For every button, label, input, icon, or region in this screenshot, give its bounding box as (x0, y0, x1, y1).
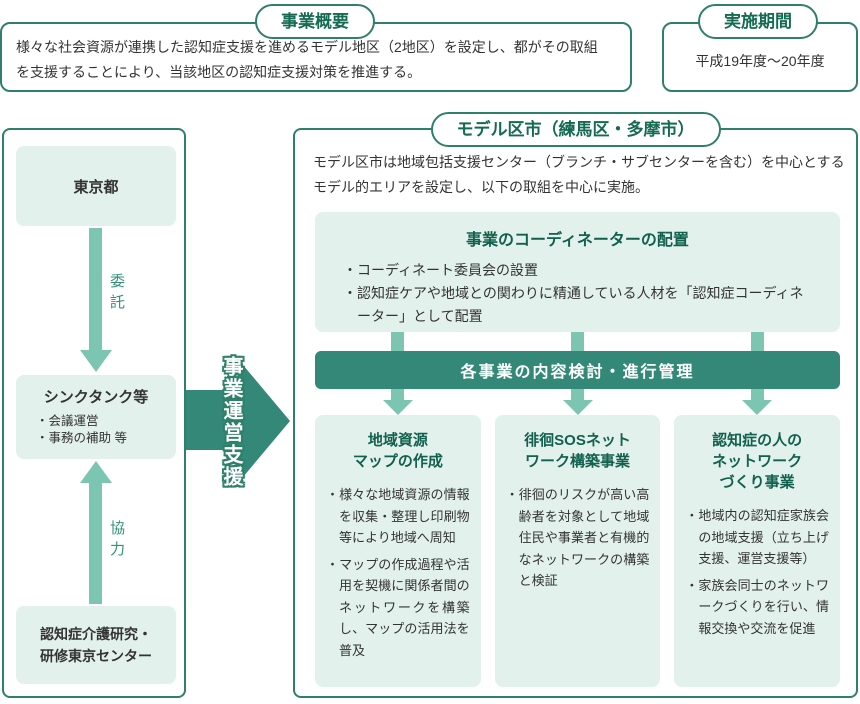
program-title: 地域資源 マップの作成 (352, 432, 443, 470)
program-bullet: ・地域内の認知症家族会の地域支援（立ち上げ支援、運営支援等） (685, 508, 830, 566)
left-flow-box: 東京都 委託 シンクタンク等 ・会議運営 ・事務の補助 等 協力 認知症介護研究… (2, 128, 186, 698)
model-city-intro: モデル区市は地域包括支援センター（ブランチ・サブセンターを含む）を中心とする モ… (313, 154, 845, 195)
program-box-sos-network: 徘徊SOSネット ワーク構築事業 ・徘徊のリスクが高い高齢者を対象として地域住民… (494, 415, 661, 687)
model-city-pill-label: モデル区市（練馬区・多摩市） (430, 112, 721, 147)
thinktank-bullet: ・会議運営 (36, 414, 99, 428)
program-bullets: ・地域内の認知症家族会の地域支援（立ち上げ支援、運営支援等） ・家族会同士のネッ… (685, 505, 829, 639)
coordinator-box: 事業のコーディネーターの配置 ・コーディネート委員会の設置 ・認知症ケアや地域と… (315, 212, 840, 332)
delegate-label: 委託 (108, 273, 125, 315)
program-arrows (315, 389, 840, 415)
program-bullets: ・様々な地域資源の情報を収集・整理し印刷物等により地域へ周知 ・マップの作成過程… (326, 484, 470, 661)
thinktank-node: シンクタンク等 ・会議運営 ・事務の補助 等 (16, 375, 176, 459)
arrow-head (238, 359, 290, 483)
program-box-resource-map: 地域資源 マップの作成 ・様々な地域資源の情報を収集・整理し印刷物等により地域へ… (315, 415, 481, 687)
program-bullet: ・様々な地域資源の情報を収集・整理し印刷物等により地域へ周知 (326, 487, 470, 545)
arrow-down-icon (742, 400, 773, 415)
model-city-box: モデル区市（練馬区・多摩市） モデル区市は地域包括支援センター（ブランチ・サブセ… (293, 112, 858, 698)
arrow-cell (674, 389, 840, 415)
period-text: 平成19年度～20年度 (695, 53, 825, 69)
arrow-cell (315, 389, 481, 415)
connector-cell (495, 332, 661, 351)
cooperate-label: 協力 (108, 520, 125, 562)
tokyo-node: 東京都 (16, 146, 176, 226)
support-arrow-label: 事業運営支援 (220, 356, 242, 488)
research-center-node: 認知症介護研究・ 研修東京センター (16, 606, 176, 684)
thinktank-title: シンクタンク等 (43, 389, 149, 406)
arrow-shaft (571, 389, 584, 400)
overview-pill-label: 事業概要 (255, 4, 375, 39)
management-bar: 各事業の内容検討・進行管理 (315, 351, 840, 389)
coordinator-bullet: ・認知症ケアや地域との関わりに精通している人材を「認知症コーディネーター」として… (343, 285, 804, 324)
connector-down-icon (571, 332, 584, 351)
connector-down-icon (750, 332, 764, 351)
program-boxes: 地域資源 マップの作成 ・様々な地域資源の情報を収集・整理し印刷物等により地域へ… (315, 415, 841, 687)
program-bullet: ・家族会同士のネットワークづくりを行い、情報交換や交流を促進 (685, 577, 830, 636)
overview-text: 様々な社会資源が連携した認知症支援を進めるモデル地区（2地区）を設定し、都がその… (16, 39, 598, 80)
coordinator-title: 事業のコーディネーターの配置 (466, 232, 689, 249)
program-title: 認知症の人の ネットワーク づくり事業 (712, 432, 803, 491)
arrow-shaft (750, 389, 764, 400)
period-pill-label: 実施期間 (698, 4, 818, 39)
arrow-shaft (89, 228, 102, 350)
coordinator-bullets: ・コーディネート委員会の設置 ・認知症ケアや地域との関わりに精通している人材を「… (343, 259, 816, 328)
arrow-cell (495, 389, 661, 415)
arrow-shaft (186, 390, 239, 450)
program-bullet: ・徘徊のリスクが高い高齢者を対象として地域住民や事業者と有機的なネットワークの構… (505, 487, 650, 588)
arrow-head (80, 350, 112, 372)
program-box-family-network: 認知症の人の ネットワーク づくり事業 ・地域内の認知症家族会の地域支援（立ち上… (674, 415, 841, 687)
connector-down-icon (391, 332, 405, 351)
arrow-down-icon (382, 400, 413, 415)
connector-cell (315, 332, 481, 351)
arrow-shaft (391, 389, 405, 400)
program-bullet: ・マップの作成過程や活用を契機に関係者間のネットワークを構築し、マップの活用法を… (326, 556, 470, 658)
arrow-head (80, 461, 112, 483)
thinktank-bullets: ・会議運営 ・事務の補助 等 (36, 413, 176, 447)
program-bullets: ・徘徊のリスクが高い高齢者を対象として地域住民や事業者と有機的なネットワークの構… (506, 484, 650, 592)
arrow-down-icon (562, 400, 593, 415)
connector-stubs (315, 332, 840, 351)
connector-cell (674, 332, 840, 351)
program-title: 徘徊SOSネット ワーク構築事業 (524, 432, 631, 470)
thinktank-bullet: ・事務の補助 等 (36, 431, 127, 445)
arrow-shaft (89, 482, 102, 604)
coordinator-bullet: ・コーディネート委員会の設置 (343, 262, 539, 278)
